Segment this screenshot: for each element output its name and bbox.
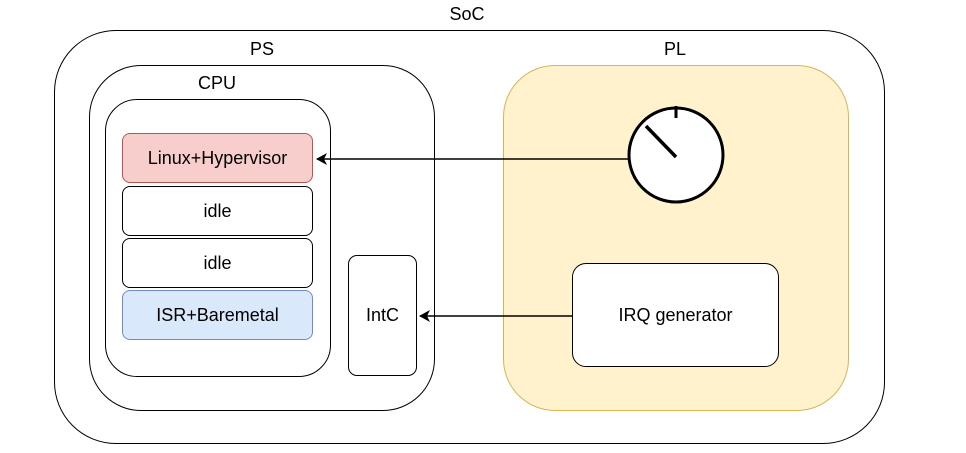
intc-box: IntC — [348, 255, 417, 376]
task-idle-2: idle — [122, 238, 313, 288]
task-idle-1: idle — [122, 186, 313, 236]
cpu-label: CPU — [197, 73, 236, 93]
irq-generator-box: IRQ generator — [572, 263, 779, 367]
task-linux-hypervisor: Linux+Hypervisor — [122, 133, 313, 183]
task-isr-baremetal: ISR+Baremetal — [122, 290, 313, 340]
pl-label: PL — [663, 39, 687, 59]
timer-dial-icon — [627, 106, 725, 204]
ps-label: PS — [249, 39, 274, 59]
soc-label: SoC — [449, 4, 485, 24]
